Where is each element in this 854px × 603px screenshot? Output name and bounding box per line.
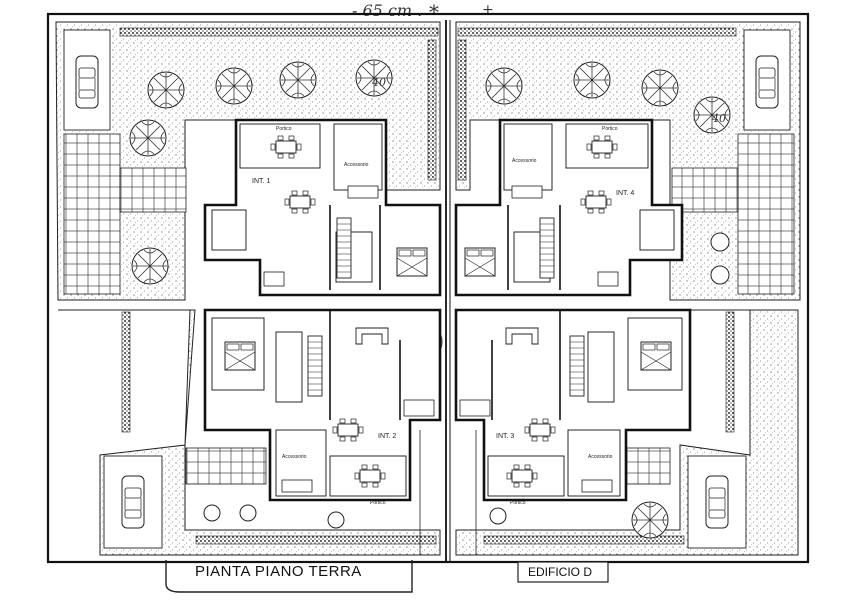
- handwritten-note: - 65 cm .: [352, 1, 423, 20]
- tree-mark-left: 40: [371, 76, 386, 89]
- unit-4-portico: Portico: [602, 126, 618, 132]
- unit-2-label: INT. 2: [378, 433, 396, 440]
- plan-title: PIANTA PIANO TERRA: [195, 563, 362, 580]
- unit-2-portico: Portico: [370, 500, 386, 506]
- unit-4-label: INT. 4: [616, 190, 634, 197]
- unit-1: [203, 118, 442, 297]
- unit-4-accessory: Accessorio: [512, 158, 537, 164]
- unit-3-accessory: Accessorio: [588, 454, 613, 460]
- unit-2: [203, 308, 442, 502]
- unit-2-accessory: Accessorio: [282, 454, 307, 460]
- building-title: EDIFICIO D: [528, 565, 593, 579]
- unit-1-accessory: Accessorio: [344, 162, 369, 168]
- unit-3-portico: Portico: [510, 500, 526, 506]
- unit-1-label: INT. 1: [252, 178, 270, 185]
- unit-3-label: INT. 3: [496, 433, 514, 440]
- unit-4: [454, 118, 684, 297]
- tree-mark-right: 40: [711, 112, 726, 125]
- unit-1-portico: Portico: [276, 126, 292, 132]
- unit-3: [454, 308, 692, 502]
- handwritten-mark-plus: +: [482, 2, 494, 18]
- handwritten-mark-star: *: [429, 0, 439, 24]
